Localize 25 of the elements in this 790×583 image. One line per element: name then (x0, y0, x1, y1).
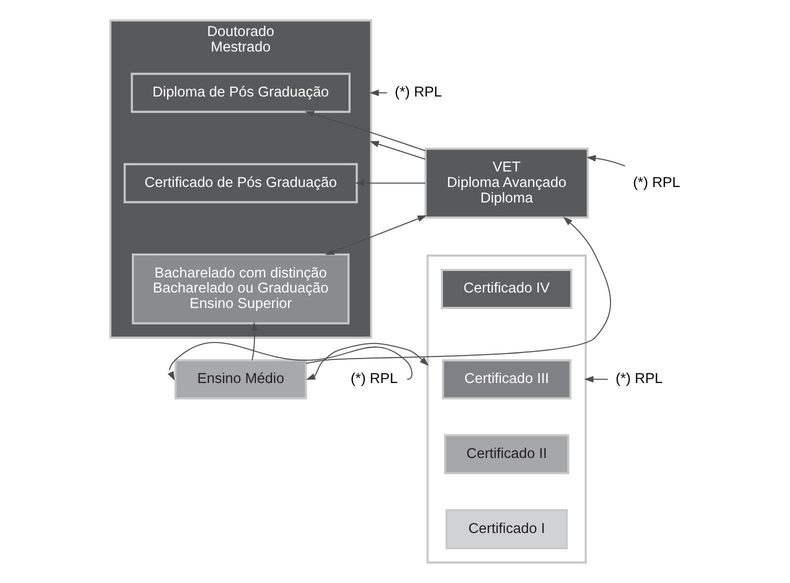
node-text: (*) RPL (350, 371, 398, 388)
arrow (586, 155, 626, 166)
arrow (584, 376, 608, 383)
cluster (426, 254, 587, 564)
arrow (306, 342, 429, 380)
node-box: Diploma de Pós Graduação (130, 72, 351, 113)
arrow (304, 111, 426, 152)
node-text: (*) RPL (394, 84, 442, 101)
node-box: Certificado de Pós Graduação (124, 163, 358, 204)
arrow (370, 141, 426, 160)
arrow (251, 322, 258, 360)
node-box: Certificado III (442, 359, 572, 400)
node-box: Certificado II (444, 434, 570, 474)
node-box: Certificado I (446, 509, 568, 550)
node-box: VET Diploma Avançado Diploma (424, 148, 589, 219)
node-box: Ensino Médio (174, 359, 307, 400)
node-text: (*) RPL (633, 174, 680, 191)
arrow (325, 215, 427, 255)
node-box: Bacharelado com distinção Bacharelado ou Graduação Ensino Superior (132, 254, 350, 324)
node-text: (*) RPL (616, 371, 663, 388)
node-box: Certificado IV (440, 268, 572, 309)
arrow (370, 90, 387, 96)
arrow (168, 342, 412, 381)
arrow (306, 216, 611, 364)
arrow (355, 180, 426, 186)
